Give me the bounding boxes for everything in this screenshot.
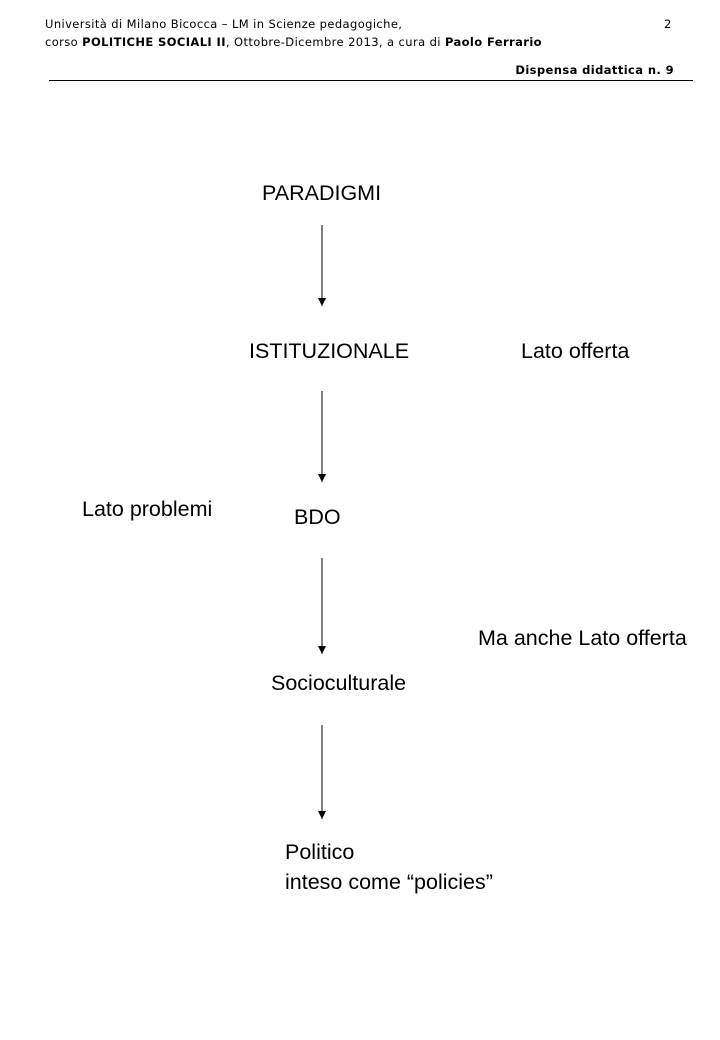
node-paradigmi: PARADIGMI [262, 181, 382, 205]
node-socioculturale: Socioculturale [271, 671, 407, 695]
header-course-line: corso POLITICHE SOCIALI II, Ottobre-Dice… [45, 35, 542, 49]
node-politico: Politico [285, 840, 355, 864]
header-course-dates: , Ottobre-Dicembre 2013, a cura di [225, 35, 445, 49]
label-ma-anche-lato-offerta: Ma anche Lato offerta [478, 626, 687, 650]
header-course-name: POLITICHE SOCIALI II [82, 35, 226, 49]
header-rule [49, 80, 693, 81]
node-istituzionale: ISTITUZIONALE [249, 339, 410, 363]
node-bdo: BDO [294, 505, 341, 529]
label-lato-problemi: Lato problemi [82, 497, 213, 521]
label-lato-offerta: Lato offerta [521, 339, 630, 363]
page-header: Università di Milano Bicocca – LM in Sci… [0, 0, 720, 90]
header-author: Paolo Ferrario [444, 35, 542, 49]
dispensa-label: Dispensa didattica n. 9 [515, 63, 674, 77]
header-course-prefix: corso [45, 35, 83, 49]
page-number: 2 [664, 17, 672, 31]
header-institution: Università di Milano Bicocca – LM in Sci… [45, 17, 403, 31]
node-politico-description: inteso come “policies” [285, 870, 493, 894]
